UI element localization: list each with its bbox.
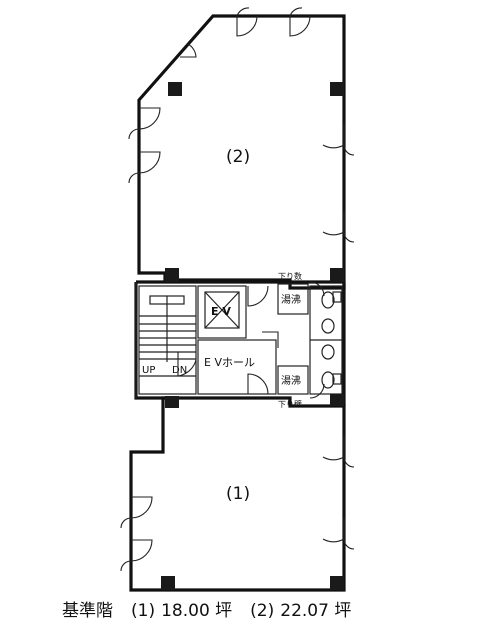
stair-block [138, 285, 197, 395]
caption-unit-1-area: 18.00 坪 [161, 601, 233, 621]
ev-hall [197, 339, 277, 395]
caption-title: 基準階 [62, 601, 113, 621]
descending-top-label: 下り数 [278, 271, 302, 281]
column [165, 396, 179, 408]
toilet-fixtures [309, 285, 343, 395]
column [330, 576, 344, 590]
ev-hall-label: E Vホール [204, 356, 255, 369]
elevator-shaft [197, 285, 247, 339]
unit-1-outline [129, 396, 346, 592]
stair-treads [139, 295, 196, 362]
descending-bottom-label: 下り壁 [278, 399, 302, 409]
column [330, 268, 344, 282]
elevator-label: E V [211, 305, 231, 318]
unit-1-label: (1) [226, 484, 250, 504]
column [165, 268, 179, 282]
caption-unit-1-label: (1) [131, 601, 156, 621]
elevator-car [204, 291, 240, 329]
pantry-top-label: 湯沸 [281, 293, 301, 306]
caption-unit-2-area: 22.07 坪 [280, 601, 352, 621]
pantry-bottom-label: 湯沸 [281, 374, 301, 387]
column [330, 394, 344, 406]
column [161, 576, 175, 590]
stair-dn-label: DN [172, 365, 187, 376]
unit-2-label: (2) [226, 147, 250, 167]
column [168, 82, 182, 96]
column [330, 82, 344, 96]
window-swings-top [128, 7, 355, 243]
floor-area-caption: 基準階 (1) 18.00 坪 (2) 22.07 坪 [62, 596, 462, 621]
window-swings-bottom [120, 436, 355, 572]
core-door-swings [177, 281, 325, 399]
caption-unit-2-label: (2) [250, 601, 275, 621]
stair-up-label: UP [142, 365, 155, 376]
